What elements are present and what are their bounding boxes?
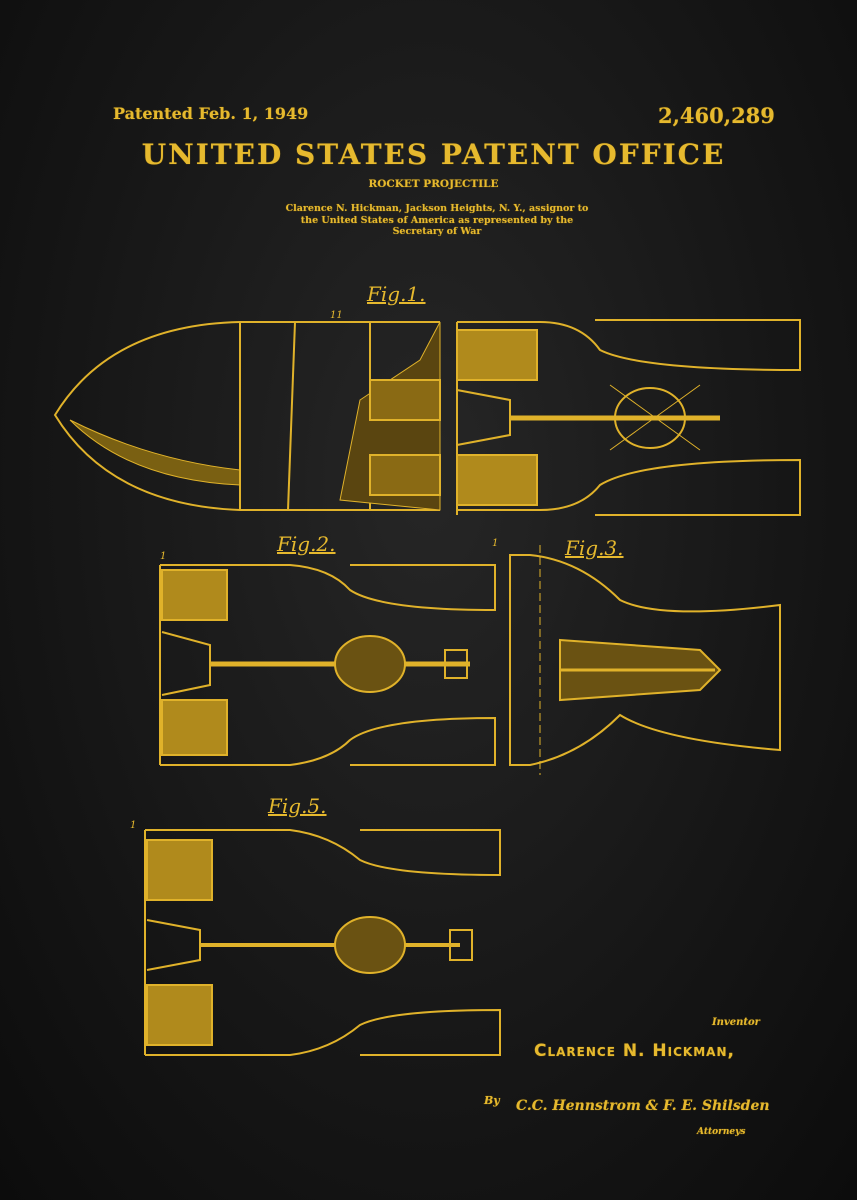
invention-title: ROCKET PROJECTILE	[368, 178, 499, 190]
fig2-drawing	[159, 564, 496, 766]
fig1-drawing	[53, 319, 801, 516]
patent-date: Patented Feb. 1, 1949	[113, 104, 309, 123]
fig5-drawing	[144, 829, 501, 1056]
ref-numeral: 11	[330, 310, 343, 321]
ref-numeral: 1	[160, 551, 167, 562]
attorneys-label: Attorneys	[697, 1127, 746, 1137]
fig5-label: Fig.5.	[268, 794, 327, 818]
ref-numeral: 1	[130, 820, 137, 831]
assignment-text: Clarence N. Hickman, Jackson Heights, N.…	[285, 203, 589, 237]
ref-numeral: 1	[492, 538, 499, 549]
fig1-label: Fig.1.	[367, 282, 426, 306]
patent-number: 2,460,289	[658, 103, 775, 128]
by-label: By	[484, 1094, 500, 1107]
inventor-name: Clarence N. Hickman,	[534, 1041, 735, 1061]
fig3-label: Fig.3.	[565, 536, 624, 560]
inventor-label: Inventor	[712, 1017, 760, 1028]
fig2-label: Fig.2.	[277, 532, 336, 556]
attorneys-signature: C.C. Hennstrom & F. E. Shilsden	[516, 1098, 770, 1114]
office-heading: UNITED STATES PATENT OFFICE	[141, 138, 726, 171]
fig3-drawing	[509, 545, 781, 775]
